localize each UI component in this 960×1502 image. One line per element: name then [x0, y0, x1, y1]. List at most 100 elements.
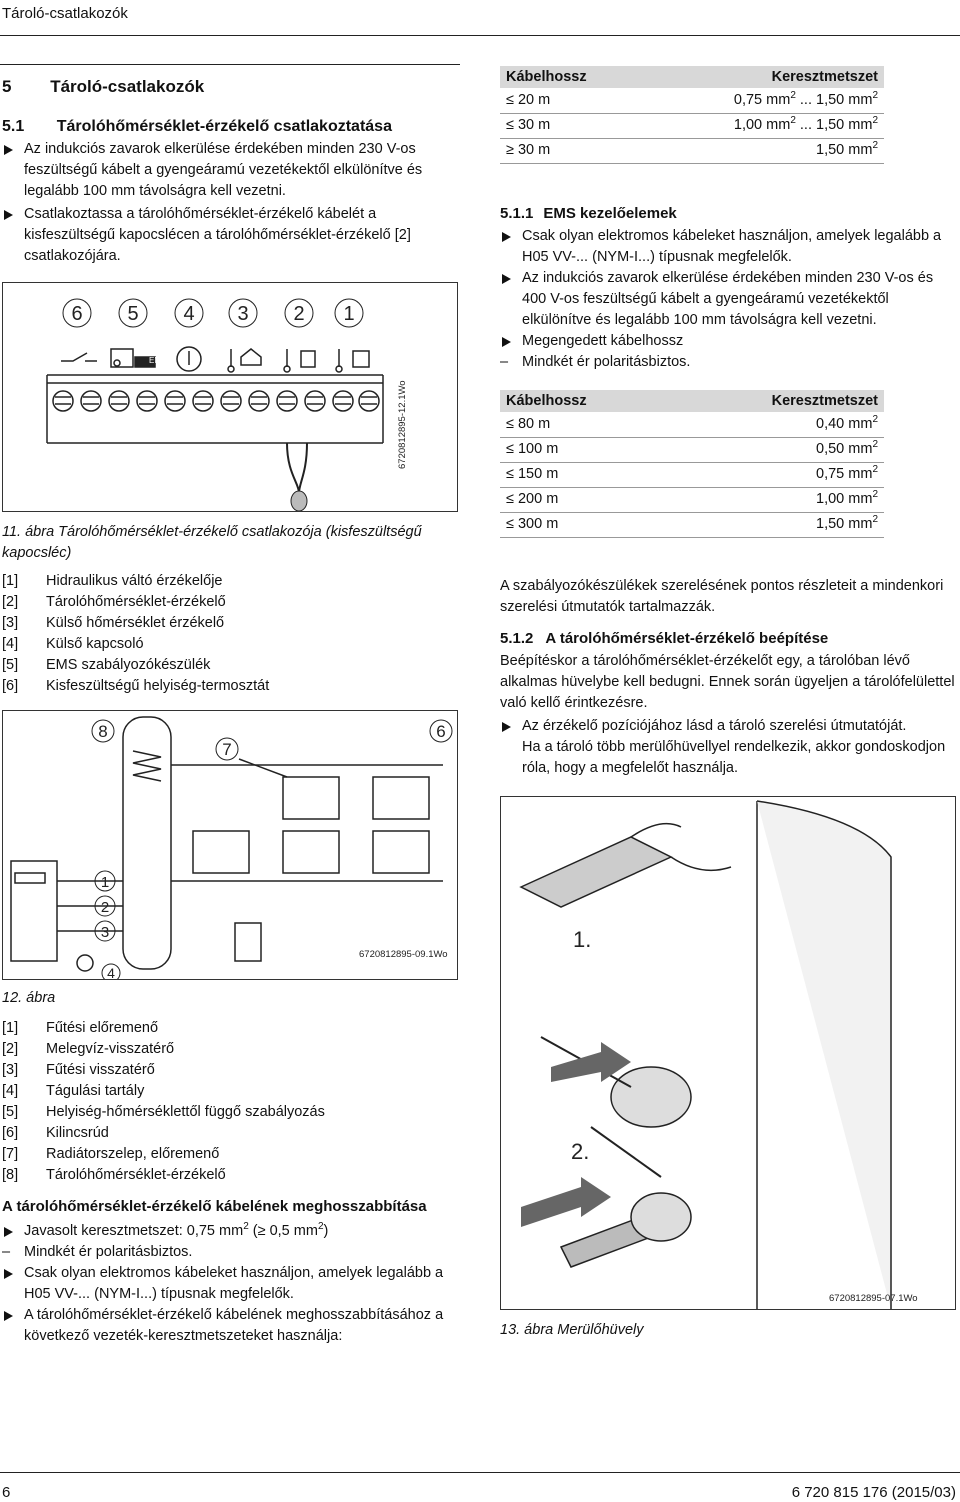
subsection-heading-5-1: 5.1 Tárolóhőmérséklet-érzékelő csatlakoz…	[2, 116, 392, 137]
page-footer: 6 6 720 815 176 (2015/03)	[0, 1472, 960, 1501]
fig11-num-2: 2	[293, 303, 304, 325]
bullet-item: Csak olyan elektromos kábeleket használj…	[500, 226, 956, 268]
legend-item: [2]Melegvíz-visszatérő	[2, 1041, 175, 1057]
dash-item: –Mindkét ér polaritásbiztos.	[2, 1244, 193, 1260]
ems-label: EMS	[149, 356, 166, 365]
bullet-triangle-icon	[4, 1269, 13, 1279]
sensor-probe-icon	[290, 490, 308, 512]
fig12-label-3: 3	[101, 924, 109, 941]
legend-item: [1]Fűtési előremenő	[2, 1020, 159, 1036]
table-header-cell: Kábelhossz	[500, 66, 643, 88]
power-icon	[176, 346, 202, 372]
heating-system-diagram: 8 7 6 1 2 3 4 6720812895-09.1Wo	[10, 716, 453, 983]
step-1-label: 1.	[573, 927, 591, 952]
caption-text: Merülőhüvely	[557, 1322, 644, 1338]
legend-item: [8]Tárolóhőmérséklet-érzékelő	[2, 1167, 226, 1183]
bullet-continuation: Ha a tároló több merülőhüvellyel rendelk…	[522, 739, 946, 776]
table-header-row: Kábelhossz Keresztmetszet	[500, 390, 884, 412]
section-number: 5	[2, 77, 12, 96]
legend-item: [6]Kisfeszültségű helyiség-termosztát	[2, 678, 270, 694]
switch-box-icon	[352, 350, 370, 368]
bullet-triangle-icon	[502, 274, 511, 284]
sensor-probe-icon	[519, 836, 673, 908]
extension-heading: A tárolóhőmérséklet-érzékelő kábelének m…	[2, 1198, 427, 1215]
bullet-triangle-icon	[4, 210, 13, 220]
running-header: Tároló-csatlakozók	[0, 0, 960, 36]
left-bullets: Az indukciós zavarok elkerülése érdekébe…	[2, 139, 458, 267]
bullet-item: Az érzékelő pozíciójához lásd a tároló s…	[500, 716, 956, 737]
bullet-item: Az indukciós zavarok elkerülése érdekébe…	[500, 268, 956, 331]
legend-item: [3]Külső hőmérséklet érzékelő	[2, 615, 225, 631]
legend-item: [4]Tágulási tartály	[2, 1083, 145, 1099]
step-2-label: 2.	[571, 1139, 589, 1164]
fig12-label-8: 8	[98, 722, 107, 741]
bullet-item: Megengedett kábelhossz	[500, 331, 956, 352]
radiator	[282, 830, 340, 874]
running-header-title: Tároló-csatlakozók	[2, 5, 128, 22]
dash-item: –Mindkét ér polaritásbiztos.	[500, 354, 691, 370]
caption-text: Tárolóhőmérséklet-érzékelő csatlakozója …	[2, 524, 422, 561]
bullet-triangle-icon	[4, 1227, 13, 1237]
fig12-label-1: 1	[101, 874, 109, 891]
caption-number: 11. ábra	[2, 524, 55, 540]
bullet-item: A tárolóhőmérséklet-érzékelő kábelének m…	[2, 1305, 458, 1347]
legend-item: [5]EMS szabályozókészülék	[2, 657, 211, 673]
fig12-label-6: 6	[436, 722, 445, 741]
paragraph: Beépítéskor a tárolóhőmérséklet-érzékelő…	[500, 653, 955, 711]
extension-section: A tárolóhőmérséklet-érzékelő kábelének m…	[2, 1196, 458, 1347]
section-title: Tároló-csatlakozók	[50, 77, 205, 96]
bullet-triangle-icon	[4, 1311, 13, 1321]
radiator	[282, 776, 340, 820]
immersion-sleeve-diagram: 1. 2. 6720812895-07.1Wo	[519, 800, 918, 1309]
table-header-cell: Kábelhossz	[500, 390, 669, 412]
coil	[132, 750, 162, 782]
fig13-code: 6720812895-07.1Wo	[829, 1293, 918, 1304]
radiator	[372, 776, 430, 820]
figure-13-caption: 13. ábra Merülőhüvely	[500, 1320, 644, 1341]
table-header-cell: Keresztmetszet	[642, 66, 884, 88]
legend-item: [7]Radiátorszelep, előremenő	[2, 1146, 220, 1162]
fig11-num-4: 4	[183, 303, 194, 325]
legend-11: [1]Hidraulikus váltó érzékelője [2]Tárol…	[2, 571, 458, 697]
fig12-label-2: 2	[101, 899, 109, 916]
bullet-item: Csatlakoztassa a tárolóhőmérséklet-érzék…	[2, 204, 458, 267]
terminal-strip-diagram: 6 5 4 3 2 1	[46, 298, 408, 512]
sensor-cable	[286, 442, 308, 494]
radiator	[372, 830, 430, 874]
fig11-num-6: 6	[71, 303, 82, 325]
page-number: 6	[2, 1484, 11, 1501]
fig11-code: 6720812895-12.1Wo	[397, 380, 408, 469]
insert-arrow-icon	[551, 1042, 631, 1082]
table-header-cell: Keresztmetszet	[668, 390, 884, 412]
controller-icon	[110, 348, 134, 368]
bullet-triangle-icon	[4, 145, 13, 155]
boiler	[10, 860, 58, 962]
switch-icon	[61, 352, 97, 362]
fig12-code: 6720812895-09.1Wo	[359, 949, 448, 960]
bullet-text: Az indukciós zavarok elkerülése érdekébe…	[24, 141, 423, 199]
subsection-title: Tárolóhőmérséklet-érzékelő csatlakoztatá…	[56, 118, 392, 135]
caption-number: 13. ábra	[500, 1322, 554, 1338]
subsection-number: 5.1	[2, 118, 25, 135]
tank-tall	[234, 922, 262, 962]
legend-item: [1]Hidraulikus váltó érzékelője	[2, 573, 223, 589]
legend-item: [4]Külső kapcsoló	[2, 636, 144, 652]
fig11-num-3: 3	[237, 303, 248, 325]
controller-note: A szabályozókészülékek szerelésének pont…	[500, 576, 956, 618]
section-heading: 5 Tároló-csatlakozók	[2, 76, 204, 97]
caption-number: 12. ábra	[2, 990, 56, 1006]
bullet-text: Csatlakoztassa a tárolóhőmérséklet-érzék…	[24, 206, 411, 264]
table-header-row: Kábelhossz Keresztmetszet	[500, 66, 884, 88]
figure-13-immersion-sleeve: 1. 2. 6720812895-07.1Wo	[500, 796, 956, 1310]
